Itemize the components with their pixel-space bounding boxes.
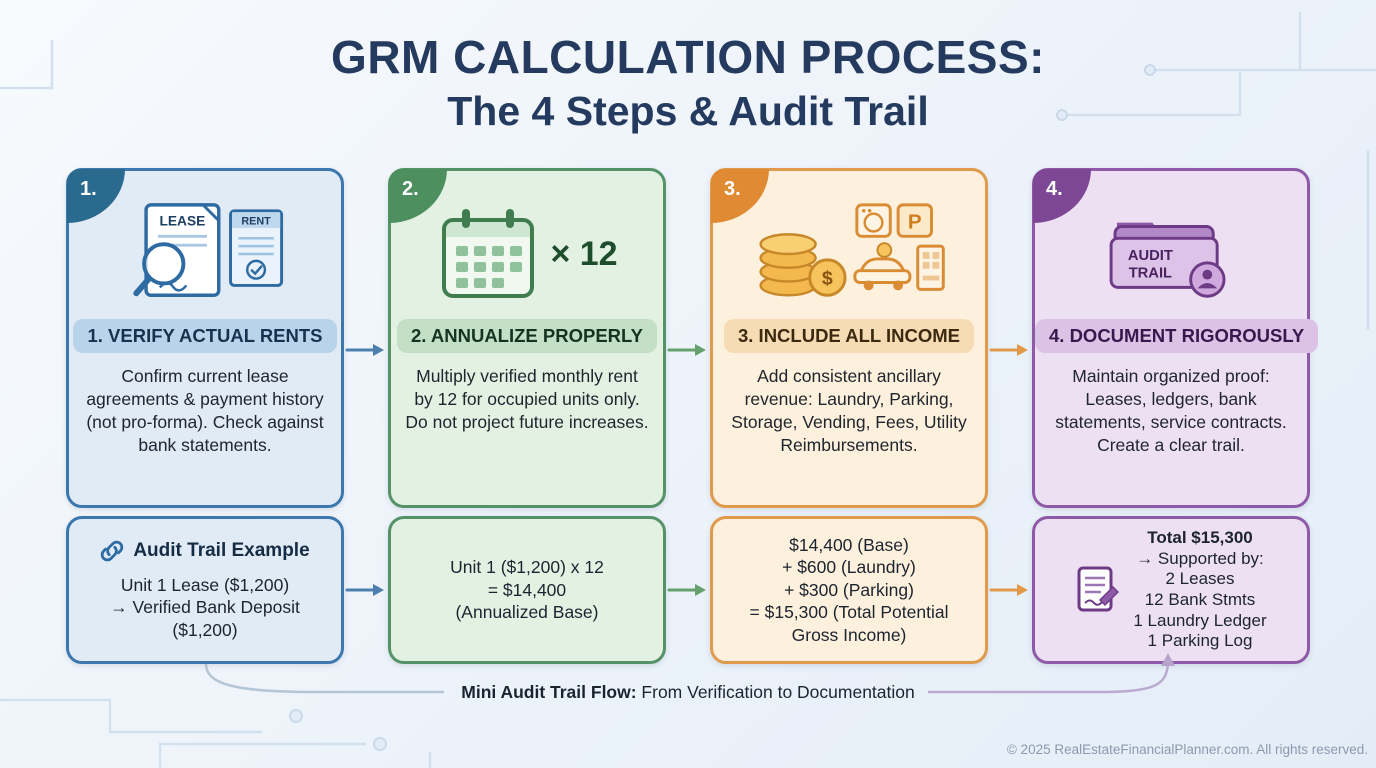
- flow-arrow-icon: [345, 344, 384, 356]
- times-12-label: × 12: [550, 234, 618, 273]
- step-card-include-income: 3. $ P: [710, 168, 988, 508]
- example-line: 1 Laundry Ledger: [1133, 610, 1267, 630]
- example-lines: Unit 1 ($1,200) x 12 = $14,400 (Annualiz…: [450, 556, 604, 623]
- example-line: + $300 (Parking): [784, 579, 914, 600]
- flow-arrow-icon: [667, 344, 706, 356]
- example-card-income: $14,400 (Base) + $600 (Laundry) + $300 (…: [710, 516, 988, 664]
- svg-text:RENT: RENT: [241, 216, 271, 228]
- example-line: → Supported by:: [1136, 548, 1264, 568]
- calendar-times-12-icon: × 12: [391, 195, 663, 313]
- step-number: 3.: [724, 178, 741, 200]
- flow-caption: Mini Audit Trail Flow: From Verification…: [0, 682, 1376, 703]
- example-line: Unit 1 Lease ($1,200): [120, 574, 290, 595]
- example-line: (Annualized Base): [455, 602, 599, 623]
- example-card-document: Total $15,300 → Supported by: 2 Leases 1…: [1032, 516, 1310, 664]
- flow-caption-bold: Mini Audit Trail Flow:: [461, 682, 637, 702]
- copyright-notice: © 2025 RealEstateFinancialPlanner.com. A…: [1006, 742, 1368, 757]
- svg-text:TRAIL: TRAIL: [1129, 266, 1172, 282]
- example-lines: $14,400 (Base) + $600 (Laundry) + $300 (…: [750, 534, 949, 646]
- flow-arrow-icon: [989, 584, 1028, 596]
- flow-arrow-icon: [345, 584, 384, 596]
- step-card-document: 4. AUDIT TRAIL 4. DOCUMENT RIGOROUSLY Ma…: [1032, 168, 1319, 508]
- step-card-annualize: 2. × 12 2. ANNUALIZE PROPERLY Multiply v…: [388, 168, 666, 508]
- step-card-verify-rents: 1. LEASE RENT 1. VERIFY ACTUAL: [66, 168, 344, 508]
- svg-text:P: P: [908, 210, 922, 233]
- example-title: Total $15,300: [1147, 527, 1253, 547]
- example-lines: Total $15,300 → Supported by: 2 Leases 1…: [1133, 528, 1266, 652]
- example-card-annualize: Unit 1 ($1,200) x 12 = $14,400 (Annualiz…: [388, 516, 666, 664]
- example-line: = $15,300 (Total Potential: [749, 602, 949, 623]
- step-heading: 1. VERIFY ACTUAL RENTS: [73, 319, 337, 353]
- step-number: 1.: [80, 178, 97, 200]
- example-line: 2 Leases: [1165, 569, 1235, 589]
- step-description: Maintain organized proof: Leases, ledger…: [1055, 366, 1287, 456]
- lease-documents-magnifier-icon: LEASE RENT: [69, 195, 341, 313]
- svg-text:LEASE: LEASE: [159, 214, 205, 229]
- example-line: 1 Parking Log: [1147, 631, 1253, 651]
- example-title-row: Audit Trail Example: [100, 539, 310, 564]
- example-line: ($1,200): [172, 619, 238, 640]
- svg-text:$: $: [822, 267, 833, 289]
- step-heading: 3. INCLUDE ALL INCOME: [723, 319, 974, 353]
- step-number: 2.: [402, 178, 419, 200]
- step-description: Multiply verified monthly rent by 12 for…: [405, 366, 649, 433]
- step-number-badge: 3.: [711, 169, 769, 223]
- example-line: Unit 1 ($1,200) x 12: [450, 557, 604, 578]
- example-line: → Verified Bank Deposit: [110, 597, 300, 618]
- example-card-verify: Audit Trail Example Unit 1 Lease ($1,200…: [66, 516, 344, 664]
- example-line: 12 Bank Stmts: [1144, 590, 1256, 609]
- page-title: GRM CALCULATION PROCESS: The 4 Steps & A…: [0, 30, 1376, 135]
- flow-caption-text: From Verification to Documentation: [636, 682, 915, 702]
- example-content-row: Total $15,300 → Supported by: 2 Leases 1…: [1065, 528, 1276, 652]
- step-number: 4.: [1046, 178, 1063, 200]
- svg-text:AUDIT: AUDIT: [1128, 248, 1173, 264]
- flow-arrow-icon: [667, 584, 706, 596]
- link-icon: [101, 541, 124, 562]
- example-line: $14,400 (Base): [789, 535, 909, 556]
- audit-trail-folder-icon: AUDIT TRAIL: [1035, 195, 1307, 313]
- step-heading: 2. ANNUALIZE PROPERLY: [397, 319, 657, 353]
- example-line: + $600 (Laundry): [782, 557, 916, 578]
- flow-arrow-icon: [989, 344, 1028, 356]
- example-line: = $14,400: [487, 579, 567, 600]
- step-description: Add consistent ancillary revenue: Laundr…: [731, 366, 967, 456]
- income-sources-icons: $ P: [713, 195, 985, 313]
- example-line: Gross Income): [791, 624, 907, 645]
- example-lines: Unit 1 Lease ($1,200) → Verified Bank De…: [110, 574, 300, 641]
- step-description: Confirm current lease agreements & payme…: [86, 366, 324, 456]
- example-title: Audit Trail Example: [133, 540, 310, 562]
- document-pen-icon: [1077, 566, 1120, 612]
- title-line-1: GRM CALCULATION PROCESS:: [331, 31, 1045, 83]
- step-heading: 4. DOCUMENT RIGOROUSLY: [1035, 319, 1319, 353]
- title-line-2: The 4 Steps & Audit Trail: [447, 88, 929, 134]
